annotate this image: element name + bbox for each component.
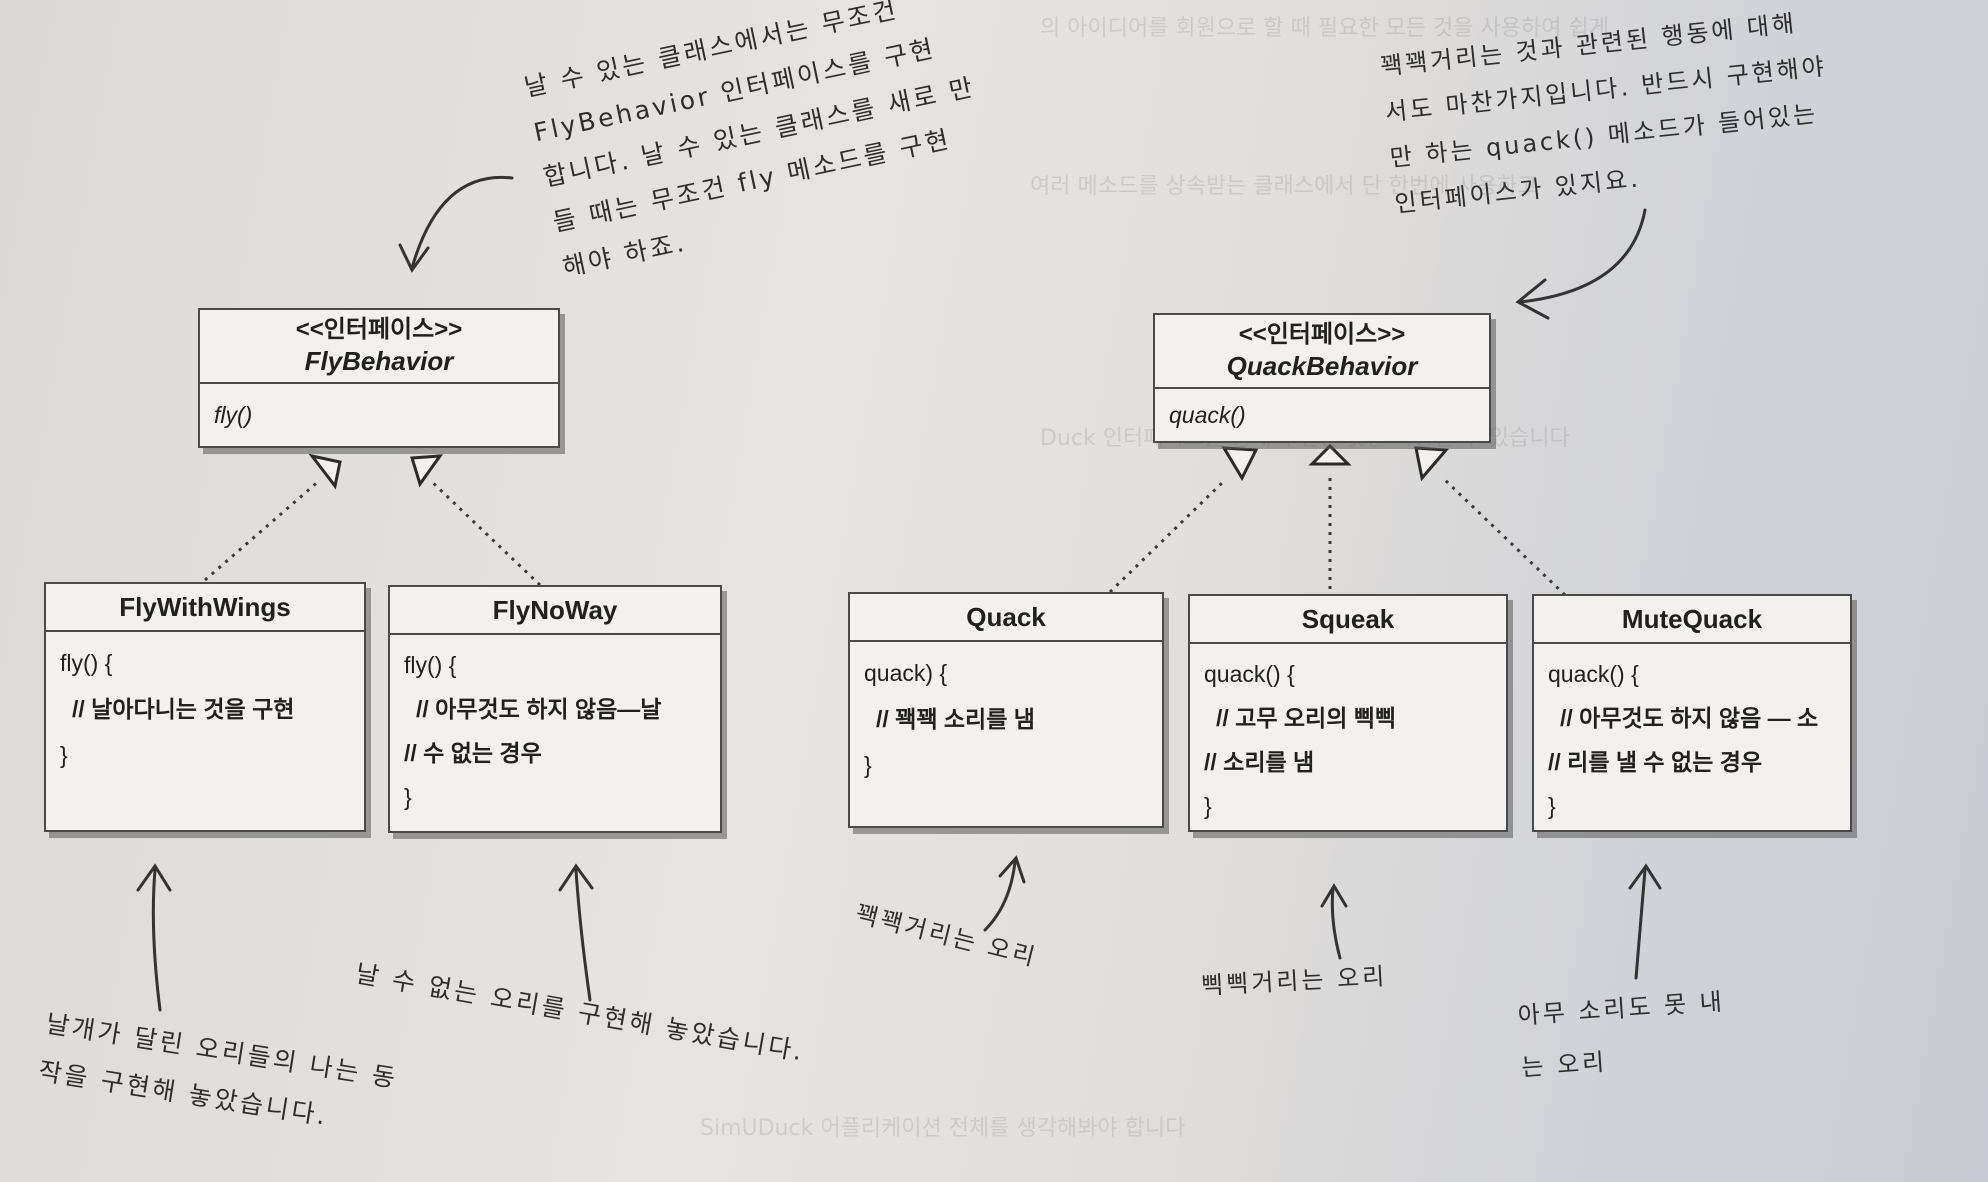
stereotype-label: <<인터페이스>> <box>1238 321 1406 348</box>
realization-line <box>428 478 542 587</box>
quack-behavior-interface: <<인터페이스>> QuackBehavior quack() <box>1153 313 1491 443</box>
pointer-arrow <box>574 868 592 1002</box>
class-header: Squeak <box>1190 596 1506 644</box>
code-comment: // 날아다니는 것을 구현 <box>72 696 295 722</box>
squeak-class: Squeak quack() { // 고무 오리의 삑삑 // 소리를 냄 } <box>1188 594 1508 832</box>
class-name: Squeak <box>1301 604 1395 634</box>
code-line: } <box>60 742 68 768</box>
class-body: quack() { // 아무것도 하지 않음 — 소 // 리를 낼 수 없는… <box>1534 644 1850 836</box>
class-header: MuteQuack <box>1534 596 1850 644</box>
note-line: 삑삑거리는 오리 <box>1200 962 1388 1000</box>
pointer-arrow <box>1518 208 1647 304</box>
code-comment: // 리를 낼 수 없는 경우 <box>1548 749 1763 775</box>
class-name: FlyWithWings <box>119 592 291 622</box>
inheritance-triangle <box>1308 443 1352 466</box>
code-line: } <box>1548 793 1556 819</box>
realization-line <box>1108 478 1227 594</box>
pointer-arrow <box>1634 868 1647 980</box>
interface-name: QuackBehavior <box>1226 351 1418 381</box>
class-body: quack) { // 꽥꽥 소리를 냄 } <box>850 642 1162 796</box>
interface-method: fly() <box>214 402 253 428</box>
arrow-head <box>998 855 1026 884</box>
code-line: quack() { <box>1204 661 1295 687</box>
pointer-arrow <box>151 868 162 1012</box>
fly-with-wings-class: FlyWithWings fly() { // 날아다니는 것을 구현 } <box>44 582 366 832</box>
arrow-head <box>1515 278 1550 320</box>
arrow-head <box>558 863 594 892</box>
inheritance-triangle <box>410 454 444 488</box>
inheritance-triangle <box>1221 446 1259 482</box>
class-body: fly() { // 아무것도 하지 않음—날 // 수 없는 경우 } <box>390 635 720 827</box>
code-line: } <box>404 784 412 810</box>
mute-quack-class: MuteQuack quack() { // 아무것도 하지 않음 — 소 //… <box>1532 594 1852 832</box>
code-line: fly() { <box>60 650 113 676</box>
pointer-arrow <box>1330 886 1342 960</box>
pointer-arrow <box>983 860 1017 932</box>
code-comment: // 고무 오리의 삑삑 <box>1216 705 1397 731</box>
code-line: } <box>864 752 872 778</box>
class-header: FlyNoWay <box>390 587 720 635</box>
arrow-head <box>136 863 172 892</box>
arrow-head <box>398 243 430 273</box>
class-name: Quack <box>966 602 1046 632</box>
inheritance-triangle <box>1414 446 1450 482</box>
inheritance-triangle <box>308 453 342 490</box>
code-comment: // 아무것도 하지 않음—날 <box>416 696 662 722</box>
note-mute: 아무 소리도 못 내 는 오리 <box>1516 976 1730 1094</box>
code-comment: // 소리를 냄 <box>1204 749 1315 775</box>
quack-class: Quack quack) { // 꽥꽥 소리를 냄 } <box>848 592 1164 828</box>
pointer-arrow <box>410 175 514 270</box>
realization-line <box>1443 478 1567 597</box>
code-comment: // 아무것도 하지 않음 — 소 <box>1560 705 1819 731</box>
arrow-head <box>1320 883 1348 908</box>
stereotype-label: <<인터페이스>> <box>295 316 463 343</box>
realization-line <box>204 478 321 582</box>
class-name: FlyNoWay <box>492 595 618 625</box>
fly-behavior-interface: <<인터페이스>> FlyBehavior fly() <box>198 308 560 448</box>
class-header: FlyWithWings <box>46 584 364 632</box>
background-text: 의 아이디어를 회원으로 할 때 필요한 모든 것을 사용하여 쉽게 <box>1040 16 1609 41</box>
note-squeak: 삑삑거리는 오리 <box>1200 952 1388 1010</box>
arrow-head <box>1628 863 1662 890</box>
code-comment: // 수 없는 경우 <box>404 740 542 766</box>
class-body: quack() { // 고무 오리의 삑삑 // 소리를 냄 } <box>1190 644 1506 836</box>
interface-method: quack() <box>1169 402 1246 428</box>
interface-header: <<인터페이스>> FlyBehavior <box>200 310 558 384</box>
code-comment: // 꽥꽥 소리를 냄 <box>876 706 1035 732</box>
code-line: } <box>1204 793 1212 819</box>
class-header: Quack <box>850 594 1162 642</box>
class-name: MuteQuack <box>1621 604 1763 634</box>
background-text: 여러 메소드를 상속받는 클래스에서 단 한번에 사용하고 <box>1030 174 1538 199</box>
code-line: quack() { <box>1548 661 1639 687</box>
background-text: SimUDuck 어플리케이션 전체를 생각해봐야 합니다 <box>700 1116 1186 1141</box>
interface-header: <<인터페이스>> QuackBehavior <box>1155 315 1489 389</box>
code-line: quack) { <box>864 660 948 686</box>
class-body: fly() { // 날아다니는 것을 구현 } <box>46 632 364 786</box>
code-line: fly() { <box>404 652 457 678</box>
interface-name: FlyBehavior <box>304 346 454 376</box>
fly-no-way-class: FlyNoWay fly() { // 아무것도 하지 않음—날 // 수 없는… <box>388 585 722 833</box>
